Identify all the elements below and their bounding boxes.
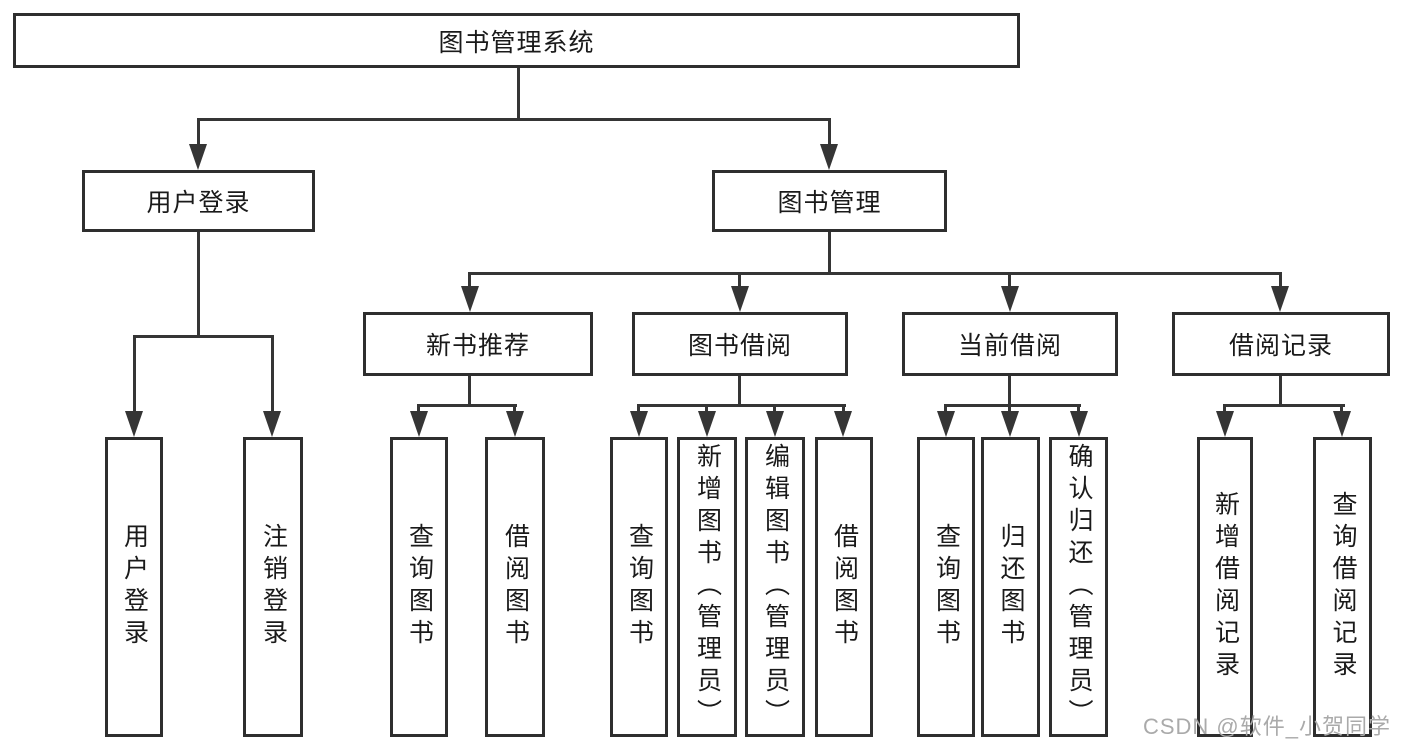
arrow-down-icon: [263, 411, 281, 437]
connector-line: [1008, 406, 1011, 413]
connector-line: [1077, 406, 1080, 413]
connector-line: [1223, 406, 1226, 413]
connector-line: [513, 406, 516, 413]
connector-line: [1340, 406, 1343, 413]
connector-line: [842, 406, 845, 413]
node-label: 图书管理系统: [438, 28, 595, 57]
arrow-down-icon: [189, 144, 207, 170]
connector-line: [944, 404, 1081, 407]
arrow-down-icon: [630, 411, 648, 437]
connector-line: [197, 232, 200, 335]
connector-line: [944, 406, 947, 413]
leaf-borrow-books-recommend: 借阅图书: [485, 437, 545, 737]
arrow-down-icon: [766, 411, 784, 437]
node-borrow-records: 借阅记录: [1172, 312, 1390, 376]
node-label: 用户登录: [146, 189, 251, 217]
node-label: 借阅图书: [830, 523, 859, 651]
csdn-watermark: CSDN @软件_小贺同学: [1142, 714, 1391, 739]
leaf-return-books: 归还图书: [981, 437, 1040, 737]
node-book-borrowing: 图书借阅: [632, 312, 848, 376]
node-label: 注销登录: [259, 523, 288, 651]
leaf-query-borrow-record: 查询借阅记录: [1313, 437, 1372, 737]
node-label: 图书管理: [777, 189, 882, 217]
connector-line: [738, 376, 741, 406]
connector-line: [517, 68, 520, 118]
connector-line: [738, 274, 741, 288]
leaf-query-books-current: 查询图书: [917, 437, 975, 737]
node-label: 当前借阅: [957, 332, 1062, 360]
arrow-down-icon: [1070, 411, 1088, 437]
arrow-down-icon: [461, 286, 479, 312]
connector-line: [828, 232, 831, 272]
arrow-down-icon: [125, 411, 143, 437]
connector-line: [1223, 404, 1345, 407]
connector-line: [468, 376, 471, 406]
leaf-query-books-recommend: 查询图书: [390, 437, 448, 737]
leaf-query-books-borrow: 查询图书: [610, 437, 668, 737]
node-label: 确认归还（管理员）: [1065, 443, 1093, 731]
leaf-add-books-admin: 新增图书（管理员）: [677, 437, 737, 737]
arrow-down-icon: [698, 411, 716, 437]
node-label: 新增图书（管理员）: [693, 443, 722, 731]
leaf-user-login: 用户登录: [105, 437, 163, 737]
connector-line: [197, 120, 200, 146]
connector-line: [1279, 274, 1282, 288]
connector-line: [468, 272, 1282, 275]
arrow-down-icon: [1271, 286, 1289, 312]
node-label: 查询图书: [625, 523, 654, 651]
node-label: 编辑图书（管理员）: [761, 443, 790, 731]
arrow-down-icon: [506, 411, 524, 437]
connector-line: [637, 406, 640, 413]
arrow-down-icon: [1001, 411, 1019, 437]
leaf-logout: 注销登录: [243, 437, 303, 737]
connector-line: [271, 337, 274, 413]
node-label: 借阅记录: [1228, 332, 1333, 360]
connector-line: [773, 406, 776, 413]
leaf-edit-books-admin: 编辑图书（管理员）: [745, 437, 805, 737]
arrow-down-icon: [937, 411, 955, 437]
connector-line: [197, 118, 831, 121]
node-label: 查询图书: [405, 523, 434, 651]
node-label: 图书借阅: [687, 332, 792, 360]
node-label: 借阅图书: [501, 523, 530, 651]
node-book-management: 图书管理: [712, 170, 947, 232]
node-current-borrowing: 当前借阅: [902, 312, 1118, 376]
node-label: 归还图书: [997, 523, 1025, 651]
node-user-login: 用户登录: [82, 170, 315, 232]
connector-line: [828, 120, 831, 146]
connector-line: [1008, 376, 1011, 406]
arrow-down-icon: [820, 144, 838, 170]
connector-line: [133, 335, 274, 338]
leaf-borrow-books: 借阅图书: [815, 437, 873, 737]
node-label: 查询图书: [932, 523, 961, 651]
leaf-confirm-return-admin: 确认归还（管理员）: [1049, 437, 1108, 737]
node-label: 查询借阅记录: [1329, 491, 1357, 683]
connector-line: [417, 406, 420, 413]
arrow-down-icon: [834, 411, 852, 437]
arrow-down-icon: [731, 286, 749, 312]
connector-line: [1279, 376, 1282, 406]
connector-line: [417, 404, 517, 407]
arrow-down-icon: [1001, 286, 1019, 312]
connector-line: [637, 404, 846, 407]
node-root-library-system: 图书管理系统: [13, 13, 1020, 68]
node-label: 新书推荐: [425, 332, 530, 360]
arrow-down-icon: [1333, 411, 1351, 437]
connector-line: [133, 337, 136, 413]
connector-line: [705, 406, 708, 413]
arrow-down-icon: [410, 411, 428, 437]
node-new-book-recommend: 新书推荐: [363, 312, 593, 376]
leaf-add-borrow-record: 新增借阅记录: [1197, 437, 1253, 737]
node-label: 用户登录: [120, 523, 149, 651]
connector-line: [1008, 274, 1011, 288]
node-label: 新增借阅记录: [1211, 491, 1240, 683]
connector-line: [468, 274, 471, 288]
arrow-down-icon: [1216, 411, 1234, 437]
